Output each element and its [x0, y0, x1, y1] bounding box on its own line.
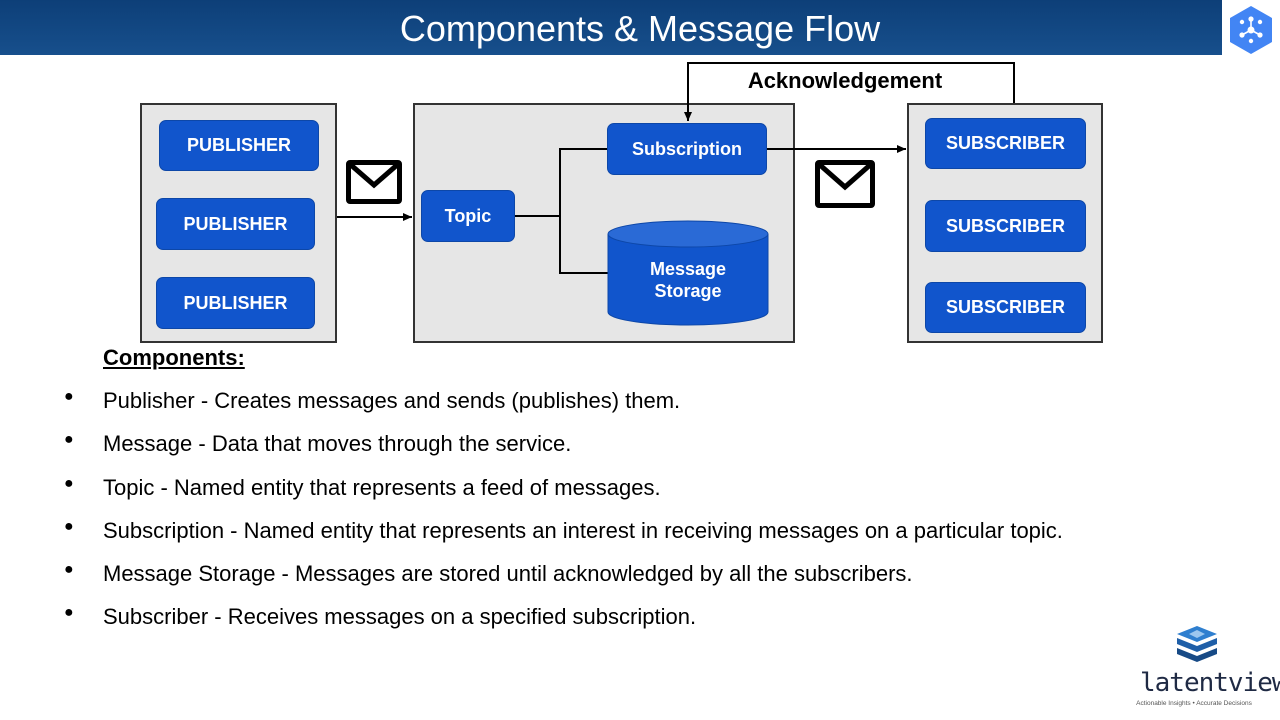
- subscription-node[interactable]: Subscription: [607, 123, 767, 175]
- acknowledgement-arrow: [684, 62, 1015, 121]
- bullet-icon: ●: [64, 474, 74, 492]
- publisher-node[interactable]: PUBLISHER: [159, 120, 319, 171]
- envelope-icon: [815, 160, 875, 208]
- publisher-node[interactable]: PUBLISHER: [156, 277, 315, 329]
- message-storage-label: Message Storage: [649, 259, 727, 301]
- pubsub-hexagon-icon: [1230, 6, 1272, 54]
- message-storage-cylinder: [607, 220, 769, 326]
- topic-to-storage-connector: [559, 216, 608, 274]
- bullet-icon: ●: [64, 561, 74, 579]
- subscriber-node[interactable]: SUBSCRIBER: [925, 200, 1086, 252]
- components-heading: Components:: [103, 345, 245, 370]
- acknowledgement-label: Acknowledgement: [747, 68, 943, 93]
- latentview-wordmark: latentview: [1140, 668, 1280, 698]
- subscriber-node[interactable]: SUBSCRIBER: [925, 118, 1086, 169]
- topic-node[interactable]: Topic: [421, 190, 515, 242]
- layered-cube-icon: [1177, 626, 1217, 662]
- bullet-icon: ●: [64, 517, 74, 535]
- bullet-icon: ●: [64, 604, 74, 622]
- header-bar: [0, 0, 1222, 55]
- envelope-icon: [346, 160, 402, 204]
- latentview-tagline: Actionable Insights • Accurate Decisions: [1136, 700, 1252, 707]
- bullet-icon: ●: [64, 431, 74, 449]
- subscriber-node[interactable]: SUBSCRIBER: [925, 282, 1086, 333]
- page-title: Components & Message Flow: [399, 8, 881, 49]
- bullet-icon: ●: [64, 388, 74, 405]
- publisher-node[interactable]: PUBLISHER: [156, 198, 315, 250]
- topic-to-subscription-connector: [559, 148, 607, 216]
